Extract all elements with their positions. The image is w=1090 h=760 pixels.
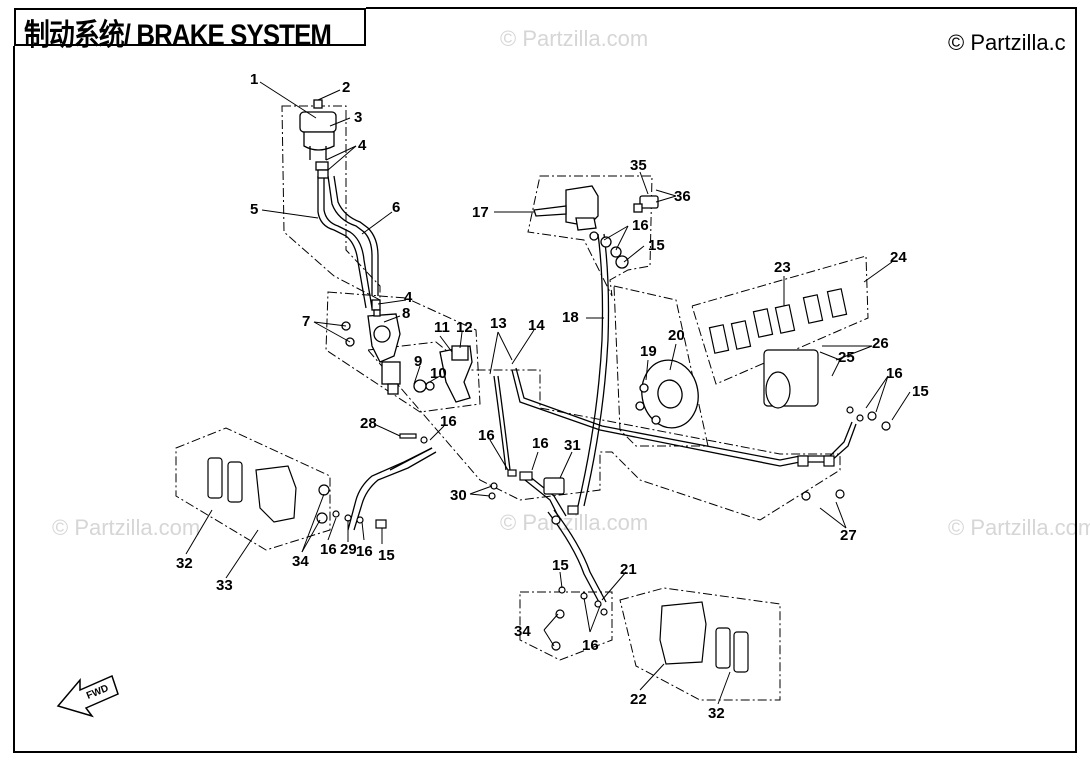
caliper-right [551,586,749,673]
callout-16: 16 [632,217,649,234]
callout-9: 9 [414,353,422,370]
outer-frame [13,7,1077,753]
callout-32: 32 [708,705,725,722]
brake-disc [635,359,699,429]
callout-16: 16 [440,413,457,430]
fwd-arrow: FWD [56,674,119,718]
line-front-rear-b [353,451,437,531]
line-13-outer [493,375,507,471]
line-clamps [797,455,845,501]
hose-5-inner [323,176,373,309]
callout-31: 31 [564,437,581,454]
outline-caliper-right [619,587,781,701]
callout-20: 20 [668,327,685,344]
watermark-left: © Partzilla.com [52,515,201,540]
callout-34: 34 [514,623,531,640]
hose-18-inner [583,233,610,507]
brake-pads-right-set [708,288,891,431]
caliper-left [207,433,428,529]
outline-brake-disc-group [613,285,709,447]
line-14-b [515,367,853,461]
callout-17: 17 [472,204,489,221]
callout-10: 10 [430,365,447,382]
callout-27: 27 [840,527,857,544]
callout-19: 19 [640,343,657,360]
callout-12: 12 [456,319,473,336]
callout-4: 4 [358,137,367,154]
callout-28: 28 [360,415,377,432]
callout-18: 18 [562,309,579,326]
callout-21: 21 [620,561,637,578]
callout-35: 35 [630,157,647,174]
outline-master-cylinder-group [325,291,481,413]
outline-pad-set-right [691,255,869,385]
rear-master-cylinder [341,299,473,403]
callout-16: 16 [886,365,903,382]
hose-6-outer [327,175,373,296]
callout-36: 36 [674,188,691,205]
callout-30: 30 [450,487,467,504]
callout-34: 34 [292,553,309,570]
reservoir [299,99,337,179]
callout-15: 15 [648,237,665,254]
callout-15: 15 [378,547,395,564]
callout-23: 23 [774,259,791,276]
callout-25: 25 [838,349,855,366]
callout-32: 32 [176,555,193,572]
line-13-inner [497,375,511,471]
line-front-rear-c [389,447,433,471]
callout-labels: 1 2 3 4 5 6 4 7 8 9 10 11 12 13 14 16 28… [176,71,929,722]
outline-rear-lower-group [519,591,613,661]
line-front-rear-a [347,447,433,531]
callout-13: 13 [490,315,507,332]
callout-8: 8 [402,305,410,322]
watermark-corner: © Partzilla.c [948,30,1066,55]
callout-1: 1 [250,71,258,88]
hose-18-outer [577,233,604,507]
page-title: 制动系统/ BRAKE SYSTEM [24,19,332,52]
callout-26: 26 [872,335,889,352]
callout-29: 29 [340,541,357,558]
callout-15: 15 [552,557,569,574]
front-master-cylinder [533,185,659,269]
callout-16: 16 [478,427,495,444]
callout-7: 7 [302,313,310,330]
callout-14: 14 [528,317,545,334]
callout-22: 22 [630,691,647,708]
callout-5: 5 [250,201,258,218]
watermark-right: © Partzilla.com [948,515,1090,540]
callout-11: 11 [434,319,450,336]
hose-5-outer [317,176,367,309]
watermark-top: © Partzilla.com [500,26,649,51]
outline-front-line-group [367,341,841,521]
line-31-a [519,475,561,521]
callout-15: 15 [912,383,929,400]
callout-16: 16 [582,637,599,654]
title-box [14,8,366,46]
junction-block [488,469,579,525]
callout-33: 33 [216,577,233,594]
callout-16: 16 [356,543,373,560]
callout-6: 6 [392,199,400,216]
callout-4: 4 [404,289,413,306]
callout-2: 2 [342,79,350,96]
hose-6-inner [333,175,379,296]
outline-caliper-left [175,427,331,551]
outline-reservoir-group [281,105,381,301]
callout-24: 24 [890,249,907,266]
callout-16: 16 [320,541,337,558]
line-14-a [511,369,857,467]
callout-3: 3 [354,109,362,126]
line-31-b [523,471,567,517]
callout-16: 16 [532,435,549,452]
